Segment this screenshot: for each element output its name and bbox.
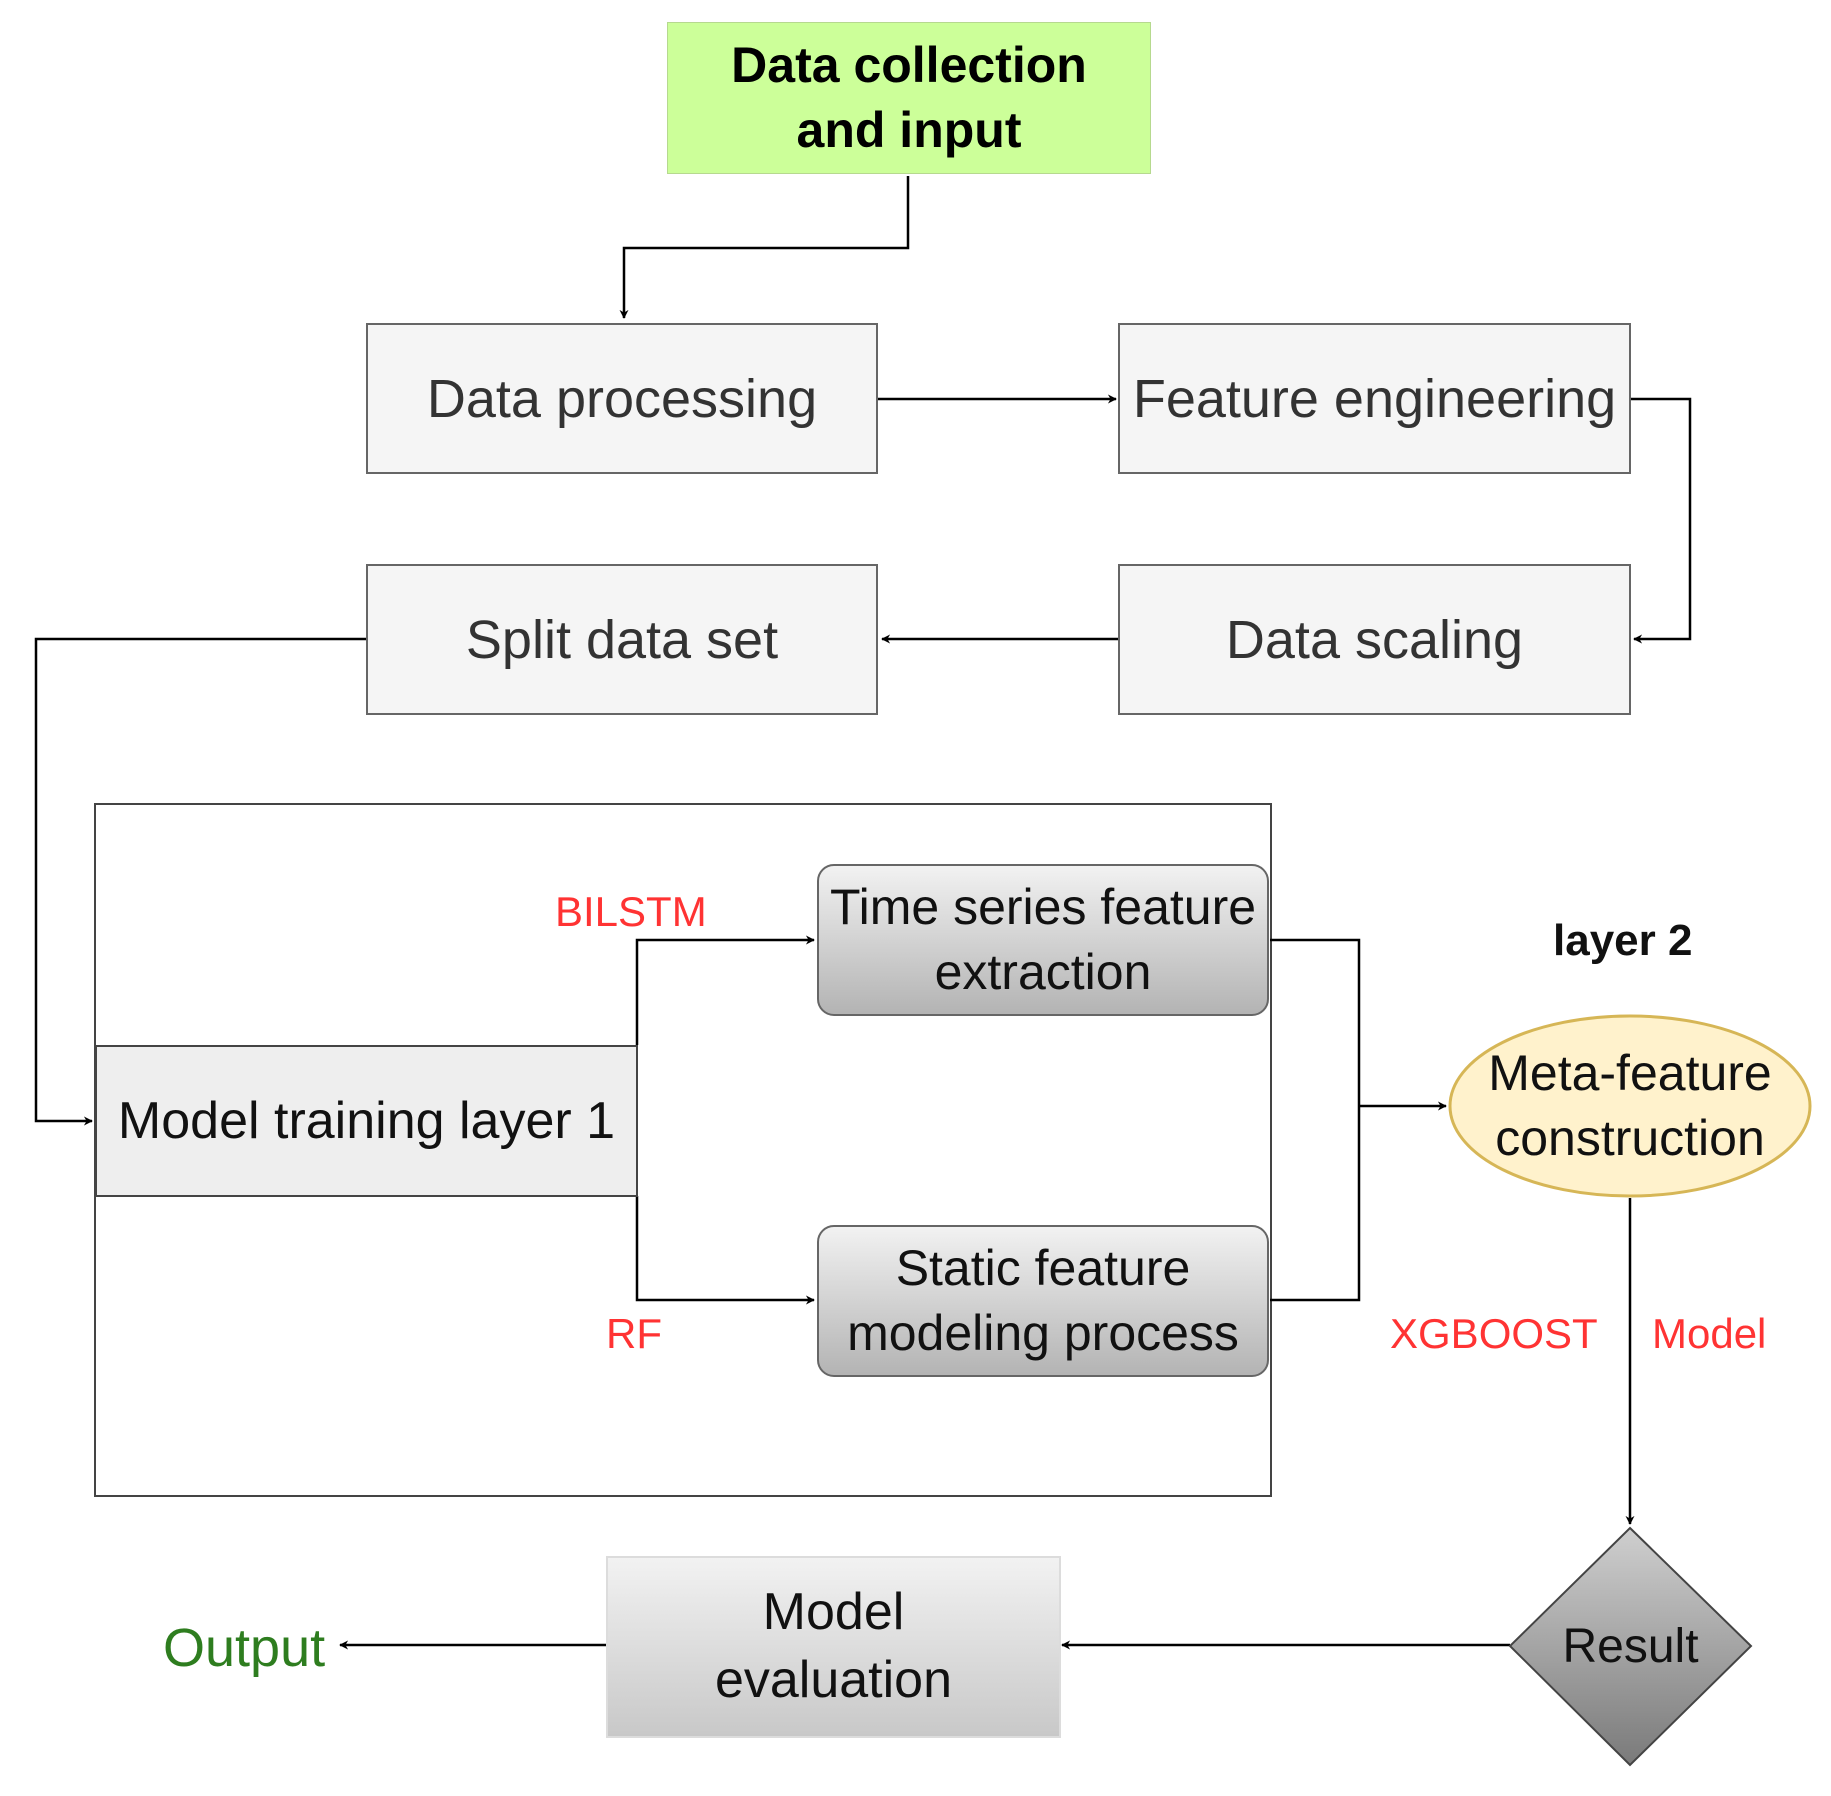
model-evaluation-shape <box>606 1556 1061 1738</box>
edge-timeseries-to-merge <box>1270 938 1361 1302</box>
model-evaluation-node: Model evaluation <box>607 1557 1060 1737</box>
result-label: Result <box>1562 1620 1699 1673</box>
output-label: Output <box>163 1618 326 1678</box>
edge-collection-to-processing <box>619 176 910 319</box>
data-processing-node: Data processing <box>366 323 878 474</box>
edge-training-to-static <box>635 1196 815 1305</box>
feature-engineering-label: Feature engineering <box>1132 368 1617 429</box>
data-collection-node: Data collection and input <box>667 22 1151 174</box>
meta-feature-shape <box>1448 1014 1812 1198</box>
model-training-layer1-node: Model training layer 1 <box>95 1045 638 1197</box>
data-collection-label: Data collection and input <box>731 37 1087 158</box>
result-node: Result <box>1510 1528 1751 1765</box>
split-data-set-label: Split data set <box>465 609 779 670</box>
edge-split-to-training <box>34 637 367 1126</box>
rf-label: RF <box>606 1310 662 1357</box>
model-label: Model <box>1652 1310 1767 1357</box>
time-series-node: Time series feature extraction <box>818 865 1268 1015</box>
model-evaluation-label: Model evaluation <box>714 1583 953 1709</box>
time-series-label: Time series feature extraction <box>829 879 1257 1000</box>
meta-feature-label: Meta-feature construction <box>1488 1045 1772 1166</box>
edge-feature-to-scaling <box>1630 397 1692 644</box>
data-processing-label: Data processing <box>426 368 818 429</box>
xgboost-label: XGBOOST <box>1390 1310 1598 1357</box>
static-feature-shape <box>817 1225 1269 1377</box>
layer2-label: layer 2 <box>1553 916 1693 965</box>
static-feature-label: Static feature modeling process <box>847 1240 1239 1361</box>
model-training-layer1-label: Model training layer 1 <box>117 1092 616 1150</box>
edge-training-to-timeseries <box>635 935 815 1045</box>
data-scaling-node: Data scaling <box>1118 564 1631 715</box>
static-feature-node: Static feature modeling process <box>818 1226 1268 1376</box>
time-series-shape <box>817 864 1269 1016</box>
feature-engineering-node: Feature engineering <box>1118 323 1631 474</box>
data-scaling-label: Data scaling <box>1225 609 1524 670</box>
split-data-set-node: Split data set <box>366 564 878 715</box>
bilstm-label: BILSTM <box>555 888 707 935</box>
result-shape <box>1508 1526 1753 1767</box>
meta-feature-node: Meta-feature construction <box>1450 1016 1810 1196</box>
